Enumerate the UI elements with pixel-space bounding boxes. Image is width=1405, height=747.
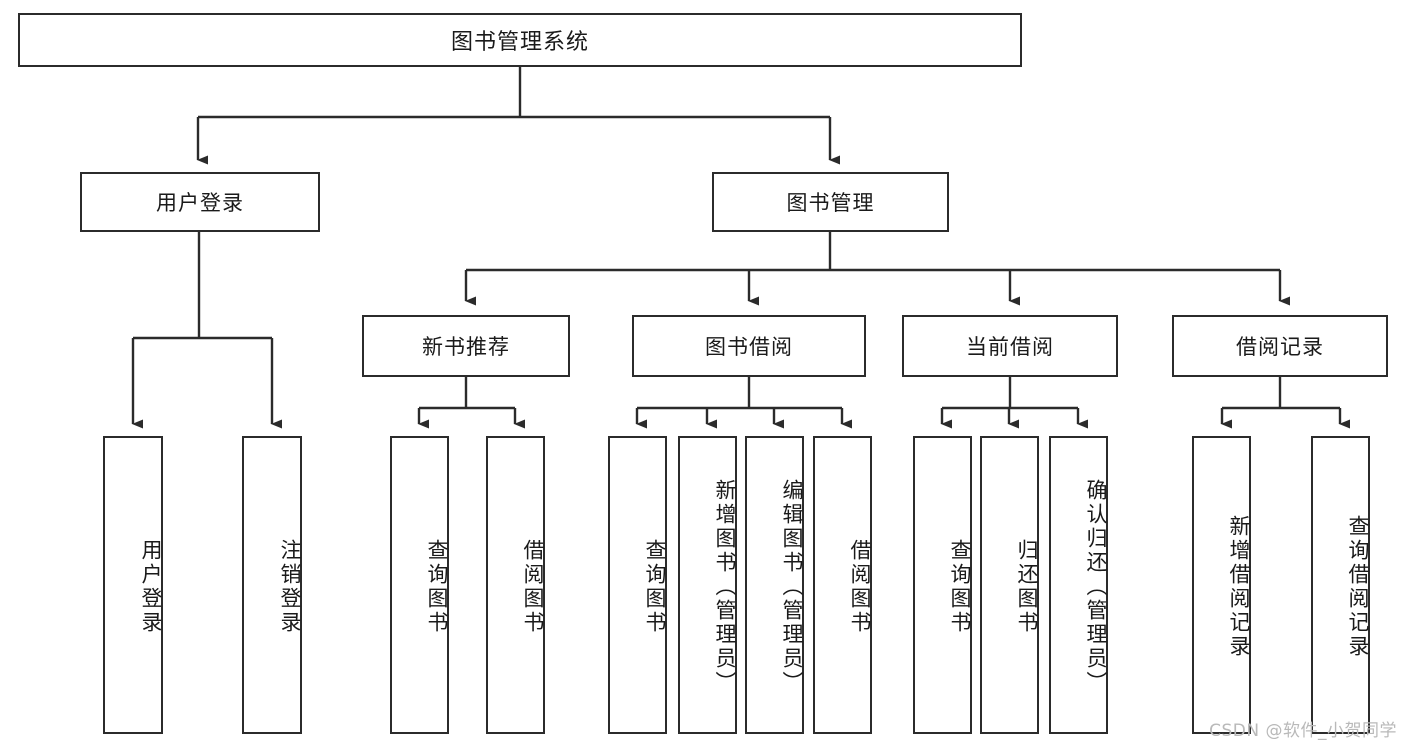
leaf-borrow-query-book[interactable]: 查询图书	[608, 436, 667, 734]
leaf-recommend-borrow-book[interactable]: 借阅图书	[486, 436, 545, 734]
leaf-recommend-query-book[interactable]: 查询图书	[390, 436, 449, 734]
node-book-management[interactable]: 图书管理	[712, 172, 949, 232]
node-root-system[interactable]: 图书管理系统	[18, 13, 1022, 67]
leaf-user-logout[interactable]: 注销登录	[242, 436, 302, 734]
leaf-user-login[interactable]: 用户登录	[103, 436, 163, 734]
leaf-borrow-edit-book-admin[interactable]: 编辑图书（管理员）	[745, 436, 804, 734]
csdn-watermark: CSDN @软件_小贺同学	[1209, 721, 1397, 741]
node-label: 图书借阅	[705, 335, 793, 359]
node-label: 当前借阅	[966, 335, 1054, 359]
node-label: 新增借阅记录	[1227, 515, 1251, 659]
node-label: 用户登录	[156, 191, 244, 215]
node-label: 借阅记录	[1236, 335, 1324, 359]
node-book-borrow[interactable]: 图书借阅	[632, 315, 866, 377]
node-label: 新增图书（管理员）	[713, 479, 737, 695]
node-label: 查询图书	[948, 539, 972, 635]
leaf-record-query-record[interactable]: 查询借阅记录	[1311, 436, 1370, 734]
node-new-book-recommend[interactable]: 新书推荐	[362, 315, 570, 377]
leaf-current-query-book[interactable]: 查询图书	[913, 436, 972, 734]
node-label: 图书管理系统	[450, 30, 589, 55]
node-user-login[interactable]: 用户登录	[80, 172, 320, 232]
node-current-borrow[interactable]: 当前借阅	[902, 315, 1118, 377]
node-label: 查询图书	[425, 539, 449, 635]
node-label: 用户登录	[139, 539, 163, 635]
node-label: 借阅图书	[848, 539, 872, 635]
node-borrow-record[interactable]: 借阅记录	[1172, 315, 1388, 377]
node-label: 查询借阅记录	[1346, 515, 1370, 659]
node-label: 借阅图书	[521, 539, 545, 635]
leaf-record-add-record[interactable]: 新增借阅记录	[1192, 436, 1251, 734]
node-label: 图书管理	[786, 191, 875, 215]
node-label: 编辑图书（管理员）	[780, 479, 804, 695]
node-label: 注销登录	[278, 539, 302, 635]
node-label: 新书推荐	[422, 335, 510, 359]
leaf-borrow-borrow-book[interactable]: 借阅图书	[813, 436, 872, 734]
node-label: 查询图书	[643, 539, 667, 635]
leaf-current-confirm-return-admin[interactable]: 确认归还（管理员）	[1049, 436, 1108, 734]
node-label: 确认归还（管理员）	[1084, 479, 1108, 695]
leaf-current-return-book[interactable]: 归还图书	[980, 436, 1039, 734]
node-label: 归还图书	[1015, 539, 1039, 635]
leaf-borrow-add-book-admin[interactable]: 新增图书（管理员）	[678, 436, 737, 734]
